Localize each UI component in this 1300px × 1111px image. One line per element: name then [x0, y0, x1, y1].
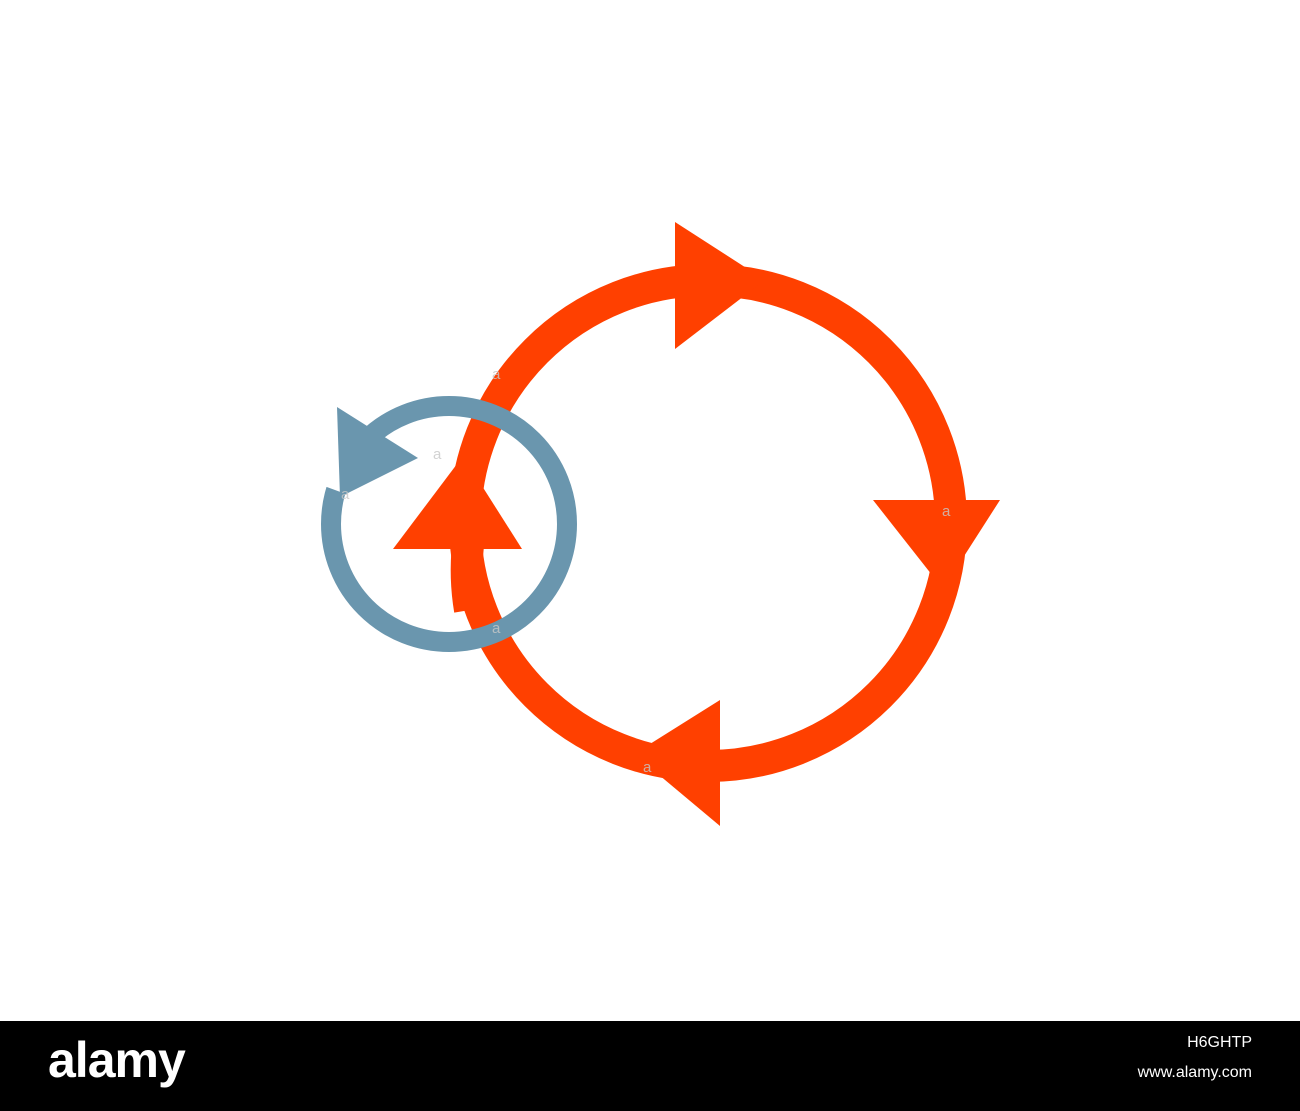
watermark-mark: a — [433, 446, 442, 463]
brand-logo: alamy — [48, 1032, 186, 1088]
site-url: www.alamy.com — [1137, 1064, 1252, 1081]
big-cycle-arrow-up-icon — [393, 456, 522, 549]
watermark-mark: a — [942, 503, 951, 520]
watermark-mark: a — [341, 486, 350, 503]
image-id: H6GHTP — [1187, 1034, 1252, 1051]
big-cycle-arrow-right-icon — [675, 222, 765, 349]
watermark-mark: a — [492, 366, 501, 383]
big-cycle-overlap-segment — [450, 543, 486, 613]
diagram-canvas: a a a a a a — [321, 222, 1000, 826]
small-cycle-ring — [321, 396, 577, 652]
big-cycle-arrow-down-icon — [873, 500, 1000, 589]
big-cycle-ring — [449, 264, 967, 782]
footer-bar: alamy H6GHTP www.alamy.com — [0, 1021, 1300, 1111]
cycle-arrows-illustration — [321, 222, 1000, 826]
big-cycle-arrow-left-icon — [634, 700, 720, 826]
small-cycle-arrow-icon — [337, 407, 418, 497]
watermark-mark: a — [643, 759, 652, 776]
watermark-mark: a — [492, 620, 501, 637]
